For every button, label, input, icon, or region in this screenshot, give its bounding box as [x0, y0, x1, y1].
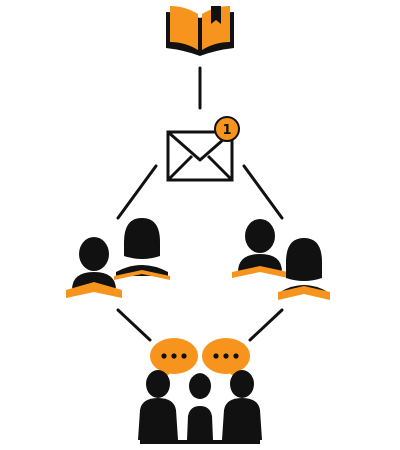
edge-right-discussion [248, 308, 284, 342]
edge-mail-left [116, 164, 158, 220]
reader-front [278, 238, 330, 300]
notification-count: 1 [222, 123, 231, 138]
readers-pair-left-icon [66, 218, 170, 298]
edge-mail-right [242, 164, 284, 220]
readers-pair-right-icon [232, 219, 330, 300]
edge-left-discussion [116, 308, 152, 342]
notification-badge: 1 [214, 116, 240, 142]
reader-front [66, 237, 122, 298]
discussion-group-icon [138, 370, 262, 444]
open-book-icon [166, 6, 234, 56]
reader-back [232, 219, 288, 278]
reader-back [114, 218, 170, 280]
